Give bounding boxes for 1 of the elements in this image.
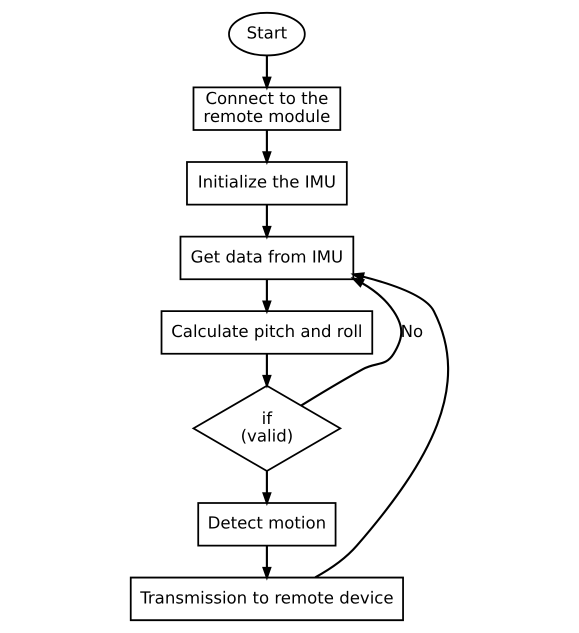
edge-label: No (400, 322, 424, 341)
